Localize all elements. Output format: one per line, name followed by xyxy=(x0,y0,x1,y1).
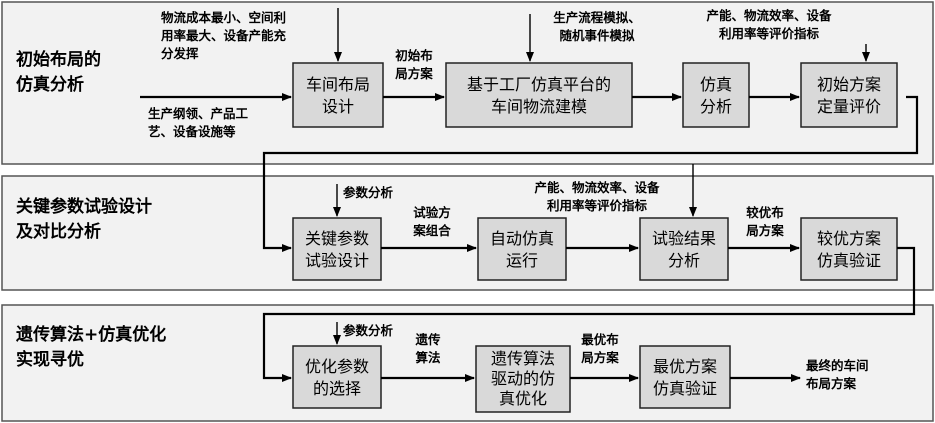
box-sim-analysis-line-1: 仿真 xyxy=(700,75,732,94)
stage-title-3-line-2: 实现寻优 xyxy=(16,349,84,370)
note-final-layout-line-1: 最终的车间 xyxy=(806,358,869,373)
box-best-verify-line-1: 最优方案 xyxy=(653,357,717,376)
box-initial-eval-line-1: 初始方案 xyxy=(817,75,881,94)
box-ga-driven-line-1: 遗传算法 xyxy=(491,349,555,368)
note-metrics-1: 产能、物流效率、设备 利用率等评价指标 xyxy=(706,8,832,41)
note-process-sim-line-2: 随机事件模拟 xyxy=(559,28,635,43)
stage-title-2-line-2: 及对比分析 xyxy=(16,221,101,242)
box-auto-run-line-1: 自动仿真 xyxy=(490,229,554,248)
note-final-layout: 最终的车间 布局方案 xyxy=(806,358,869,391)
stage-band-2 xyxy=(1,175,934,291)
box-auto-run-line-2: 运行 xyxy=(506,251,538,270)
box-better-verify xyxy=(800,217,898,281)
box-param-select-line-1: 优化参数 xyxy=(305,357,369,376)
box-better-verify-line-2: 仿真验证 xyxy=(817,251,881,270)
note-initial-layout-line-1: 初始布 xyxy=(395,48,433,63)
box-param-select-line-2: 的选择 xyxy=(313,379,361,398)
note-final-layout-line-2: 布局方案 xyxy=(806,376,857,391)
note-better-layout: 较优布 局方案 xyxy=(746,205,784,238)
box-initial-eval xyxy=(800,62,898,128)
note-test-combination-line-2: 案组合 xyxy=(412,223,451,238)
box-param-design-line-2: 试验设计 xyxy=(305,251,369,270)
box-best-verify-line-2: 仿真验证 xyxy=(653,379,717,398)
note-param-analysis-2: 参数分析 xyxy=(343,323,394,338)
note-param-analysis-1: 参数分析 xyxy=(343,185,394,200)
box-param-design-line-1: 关键参数 xyxy=(305,229,369,248)
note-test-combination-line-1: 试验方 xyxy=(413,205,451,220)
box-result-analysis-line-2: 分析 xyxy=(668,251,700,270)
box-param-select xyxy=(292,345,382,409)
box-sim-analysis-line-2: 分析 xyxy=(700,97,732,116)
note-metrics-1-line-2: 利用率等评价指标 xyxy=(719,26,820,41)
note-process-sim: 生产流程模拟、 随机事件模拟 xyxy=(553,10,641,43)
stage-title-1: 初始布局的 仿真分析 xyxy=(16,49,101,95)
box-layout-design-line-2: 设计 xyxy=(322,97,354,116)
stage-title-2: 关键参数试验设计 及对比分析 xyxy=(16,196,152,242)
box-auto-run xyxy=(477,217,567,281)
note-objectives-line-2: 用率最大、设备产能充 xyxy=(160,28,287,43)
stage-title-1-line-1: 初始布局的 xyxy=(16,49,101,70)
note-better-layout-line-1: 较优布 xyxy=(746,205,784,220)
note-metrics-1-line-1: 产能、物流效率、设备 xyxy=(706,8,832,23)
note-inputs-line-1: 生产纲领、产品工 xyxy=(148,106,249,121)
stage-title-3-line-1: 遗传算法+仿真优化 xyxy=(15,324,166,345)
note-ga: 遗传 算法 xyxy=(414,332,441,365)
stage-title-3: 遗传算法+仿真优化 实现寻优 xyxy=(15,324,166,370)
stage-band-3 xyxy=(1,304,934,422)
box-ga-driven-line-3: 真优化 xyxy=(499,389,547,408)
connector-stage1-to-stage2 xyxy=(262,95,919,252)
box-factory-modeling-line-1: 基于工厂仿真平台的 xyxy=(467,75,611,94)
stage-title-1-line-2: 仿真分析 xyxy=(16,74,84,95)
note-initial-layout-line-2: 局方案 xyxy=(395,66,433,81)
note-better-layout-line-2: 局方案 xyxy=(746,223,784,238)
note-inputs-line-2: 艺、设备设施等 xyxy=(148,124,236,139)
box-layout-design xyxy=(292,62,384,128)
note-initial-layout: 初始布 局方案 xyxy=(395,48,433,81)
box-sim-analysis xyxy=(682,62,750,128)
box-initial-eval-line-2: 定量评价 xyxy=(817,97,881,116)
note-best-layout-line-1: 最优布 xyxy=(581,332,619,347)
note-objectives-line-1: 物流成本最小、空间利 xyxy=(161,10,286,25)
note-best-layout-line-2: 局方案 xyxy=(581,350,619,365)
connector-stage2-to-stage3 xyxy=(262,246,916,382)
box-layout-design-line-1: 车间布局 xyxy=(306,75,370,94)
box-result-analysis xyxy=(639,217,729,281)
box-factory-modeling xyxy=(445,62,633,128)
box-factory-modeling-line-2: 车间物流建模 xyxy=(491,97,587,116)
note-best-layout: 最优布 局方案 xyxy=(581,332,619,365)
note-inputs: 生产纲领、产品工 艺、设备设施等 xyxy=(148,106,249,139)
box-better-verify-line-1: 较优方案 xyxy=(817,229,881,248)
note-metrics-2-line-2: 利用率等评价指标 xyxy=(547,198,648,213)
note-process-sim-line-1: 生产流程模拟、 xyxy=(553,10,641,25)
note-objectives: 物流成本最小、空间利 用率最大、设备产能充 分发挥 xyxy=(160,10,287,61)
note-ga-line-2: 算法 xyxy=(415,350,441,365)
note-ga-line-1: 遗传 xyxy=(414,332,441,347)
note-test-combination: 试验方 案组合 xyxy=(412,205,451,238)
stage-title-2-line-1: 关键参数试验设计 xyxy=(16,196,152,217)
box-param-design xyxy=(292,217,382,281)
note-metrics-2: 产能、物流效率、设备 利用率等评价指标 xyxy=(534,180,660,213)
note-objectives-line-3: 分发挥 xyxy=(161,46,199,61)
box-ga-driven-line-2: 驱动的仿 xyxy=(491,369,555,388)
box-result-analysis-line-1: 试验结果 xyxy=(652,229,716,248)
box-best-verify xyxy=(639,345,731,409)
note-metrics-2-line-1: 产能、物流效率、设备 xyxy=(534,180,660,195)
